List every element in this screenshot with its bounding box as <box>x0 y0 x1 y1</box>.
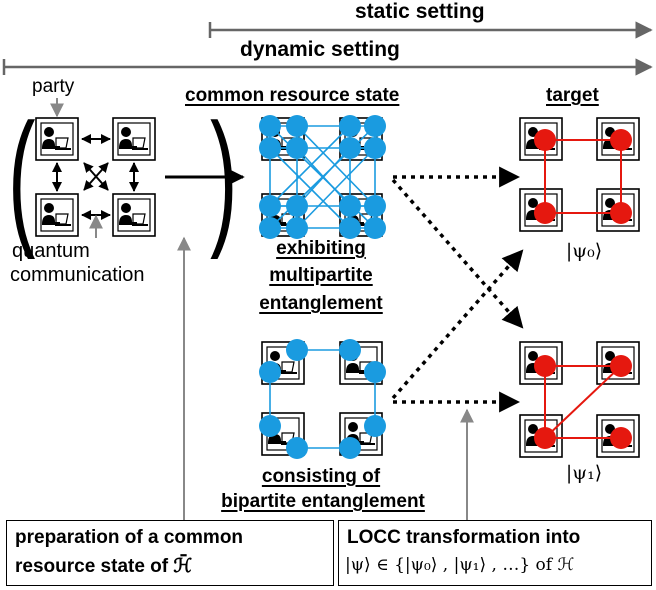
psi1-label: |ψ₁⟩ <box>565 462 603 484</box>
bipartite-label-2: bipartite entanglement <box>221 491 425 512</box>
preparation-text-1: preparation of a common <box>15 527 244 548</box>
bipartite-resource-state <box>259 339 386 459</box>
multipartite-label-2: multipartite <box>269 265 373 286</box>
locc-text-1: LOCC transformation into <box>347 527 581 548</box>
person-at-computer-icon <box>35 193 79 237</box>
static-setting-label: static setting <box>355 0 485 23</box>
common-resource-state-label: common resource state <box>185 85 400 106</box>
party-label: party <box>32 76 75 97</box>
multipartite-label-3: entanglement <box>259 293 383 314</box>
static-setting-arrow <box>208 21 653 39</box>
target-state-psi0 <box>519 117 640 232</box>
person-at-computer-icon <box>112 193 156 237</box>
box-pointers <box>177 236 474 520</box>
communication-label: communication <box>10 264 145 286</box>
bipartite-label-1: consisting of <box>261 466 381 487</box>
dynamic-setting-arrow <box>2 58 653 76</box>
person-at-computer-icon <box>112 117 156 161</box>
preparation-text-2: resource state of ℋ̄ <box>15 556 193 577</box>
locc-text-2: |ψ⟩ ∈ {|ψ₀⟩ , |ψ₁⟩ , …} of ℋ <box>345 555 575 575</box>
locc-arrows <box>391 166 524 413</box>
psi0-label: |ψ₀⟩ <box>565 240 603 262</box>
target-state-psi1 <box>519 341 640 458</box>
person-at-computer-icon <box>35 117 79 161</box>
preparation-box: preparation of a common resource state o… <box>6 520 334 586</box>
multipartite-resource-state <box>259 115 386 239</box>
locc-box: LOCC transformation into |ψ⟩ ∈ {|ψ₀⟩ , |… <box>338 520 652 586</box>
quantum-label: quantum <box>12 240 90 262</box>
dynamic-setting-label: dynamic setting <box>240 38 400 61</box>
svg-text:(: ( <box>8 92 35 261</box>
target-label: target <box>546 85 599 106</box>
multipartite-label-1: exhibiting <box>276 238 366 259</box>
